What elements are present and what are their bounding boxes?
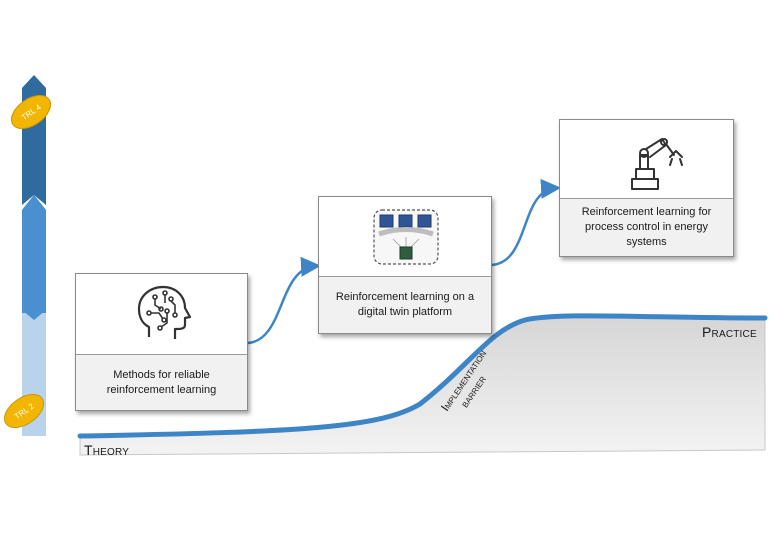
trl-bar bbox=[22, 75, 46, 436]
box-methods-caption: Methods for reliable reinforcement learn… bbox=[76, 354, 247, 410]
digital-twin-icon bbox=[373, 209, 439, 265]
stage-box-methods: Methods for reliable reinforcement learn… bbox=[75, 273, 248, 411]
theory-label: Theory bbox=[84, 442, 130, 458]
brain-head-icon bbox=[137, 285, 192, 339]
arrow-box2-to-box3 bbox=[491, 178, 561, 267]
arrow-box1-to-box2 bbox=[247, 256, 321, 345]
box-icon-area bbox=[560, 120, 733, 200]
box-process-control-caption: Reinforcement learning for process contr… bbox=[560, 198, 733, 256]
practice-label: Practice bbox=[702, 324, 757, 340]
stage-box-digital-twin: Reinforcement learning on a digital twin… bbox=[318, 196, 492, 334]
box-icon-area bbox=[76, 274, 247, 356]
trl-top-badge: TRL 4 bbox=[10, 94, 52, 130]
box-icon-area bbox=[319, 197, 491, 278]
trl-bottom-badge: TRL 2 bbox=[3, 393, 45, 429]
box-digital-twin-caption: Reinforcement learning on a digital twin… bbox=[319, 276, 491, 333]
trl-bar-dark-segment bbox=[22, 75, 46, 205]
practice-curve-line bbox=[77, 313, 768, 439]
stage-box-process-control: Reinforcement learning for process contr… bbox=[559, 119, 734, 257]
robot-arm-icon bbox=[631, 138, 683, 190]
